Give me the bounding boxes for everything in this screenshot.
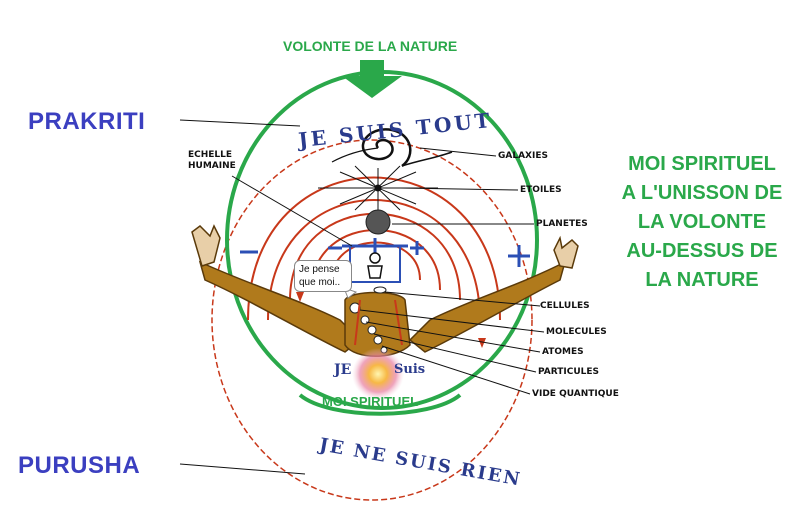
particules-label: PARTICULES: [538, 367, 600, 377]
star-burst-icon: [318, 165, 438, 211]
echelle-humaine-label: ECHELLE HUMAINE: [188, 150, 236, 171]
green-inner-arc: [298, 393, 462, 416]
outer-red-loop: [211, 139, 533, 501]
suis-text: Suis: [394, 362, 426, 377]
sun-core-icon: [352, 348, 404, 400]
atomes-label: ATOMES: [542, 347, 584, 357]
down-arrow-icon: [342, 60, 402, 98]
etoiles-label: ETOILES: [520, 185, 562, 195]
right-green-text: MOI SPIRITUEL A L'UNISSON DE LA VOLONTE …: [621, 153, 783, 291]
thought-bubble: Je pense que moi..: [294, 260, 352, 292]
vide-quantique-label: VIDE QUANTIQUE: [532, 389, 619, 399]
plus-marks: [410, 241, 530, 267]
top-title: VOLONTE DE LA NATURE: [283, 38, 458, 54]
cellules-label: CELLULES: [540, 301, 590, 311]
prakriti-label: PRAKRITI: [28, 108, 146, 135]
minus-marks: [240, 246, 342, 254]
purusha-label: PURUSHA: [18, 452, 141, 479]
moi-spirituel-label: MOI SPIRITUEL: [322, 394, 419, 409]
pointer-lines: [179, 119, 545, 475]
red-body-lines: [354, 299, 403, 346]
planet-icon: [365, 209, 391, 235]
galaxies-label: GALAXIES: [498, 151, 548, 161]
planetes-label: PLANETES: [536, 219, 588, 229]
je-text: JE: [334, 362, 352, 378]
spiral-galaxy-icon: [331, 128, 453, 168]
molecules-label: MOLECULES: [546, 327, 607, 337]
human-figure-icon: [367, 252, 383, 279]
